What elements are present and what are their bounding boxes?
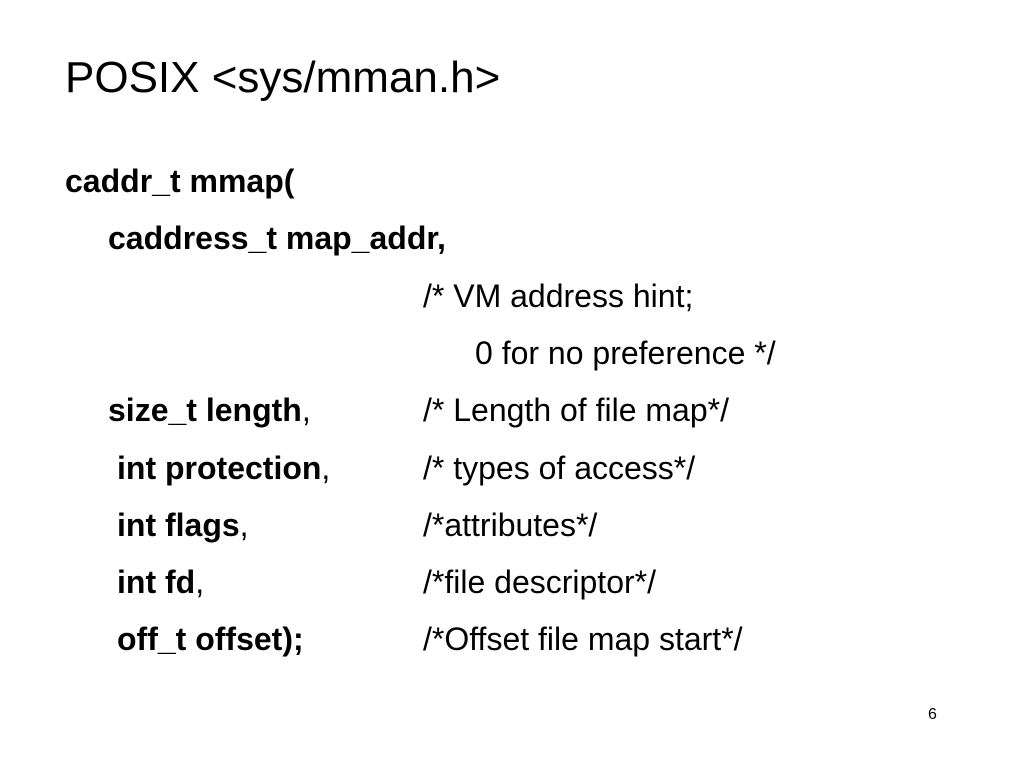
param-fd-comma: , [195, 564, 205, 600]
param-line-offset: off_t offset); [117, 619, 304, 659]
param-line-fd: int fd, [117, 562, 204, 602]
comment-offset: /*Offset file map start*/ [423, 621, 743, 657]
param-protection: int protection [117, 450, 322, 486]
param-line-protection: int protection, [117, 448, 330, 488]
function-signature: caddr_t mmap( [65, 163, 295, 199]
param-protection-comma: , [321, 450, 331, 486]
comment-protection: /* types of access*/ [423, 450, 696, 486]
param-flags: int flags [117, 507, 240, 543]
param-flags-comma: , [239, 507, 249, 543]
param-line-flags: int flags, [117, 505, 249, 545]
param-line-map-addr: caddress_t map_addr, [108, 218, 446, 258]
slide-title: POSIX <sys/mman.h> [65, 53, 501, 102]
param-length-comma: , [301, 392, 311, 428]
param-line-length: size_t length, [108, 390, 311, 430]
param-map-addr: caddress_t map_addr, [108, 220, 446, 256]
param-fd: int fd [117, 564, 196, 600]
page-number: 6 [928, 706, 937, 723]
comment-flags: /*attributes*/ [423, 507, 598, 543]
param-offset: off_t offset); [117, 621, 304, 657]
comment-fd: /*file descriptor*/ [423, 564, 656, 600]
comment-length: /* Length of file map*/ [423, 392, 729, 428]
comment-no-preference: 0 for no preference */ [475, 335, 776, 371]
param-length: size_t length [108, 392, 302, 428]
comment-vm-address-hint: /* VM address hint; [423, 278, 694, 314]
